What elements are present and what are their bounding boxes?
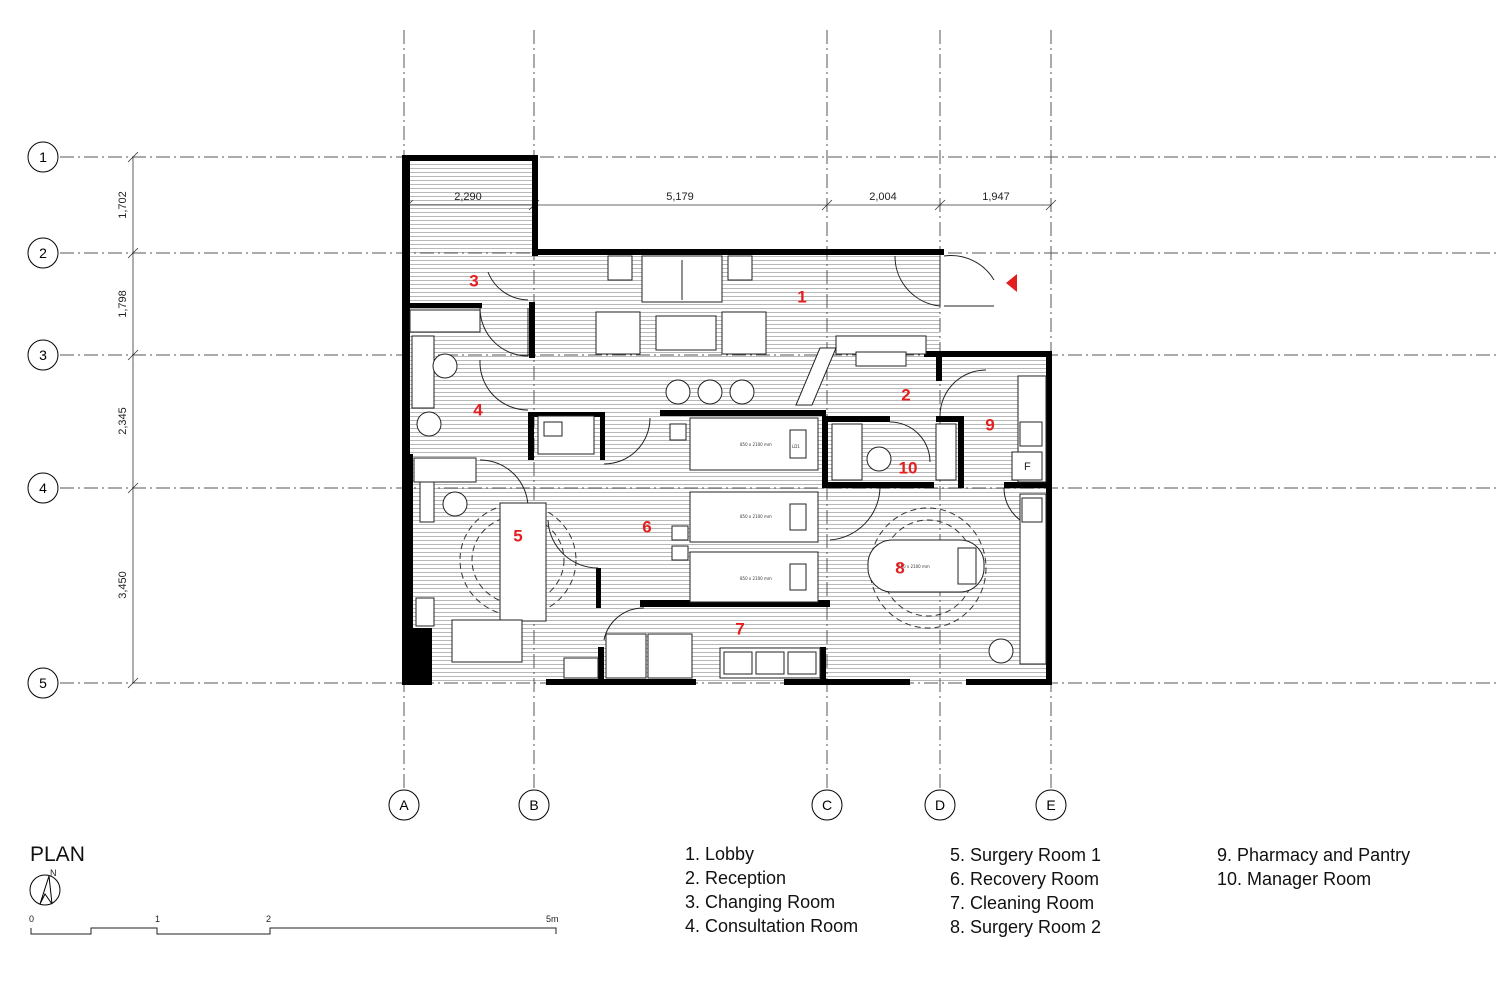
dim-h-3: 2,004 (869, 191, 897, 203)
room-numbers: 1 2 3 4 5 6 7 8 9 10 (469, 272, 994, 639)
entrance-arrow-icon (1006, 274, 1017, 292)
svg-text:1: 1 (39, 149, 47, 165)
dim-h-4: 1,947 (982, 191, 1010, 203)
west-rooms-furniture (409, 309, 599, 679)
plan-title: PLAN (30, 843, 85, 866)
svg-text:5: 5 (39, 675, 47, 691)
legend-col-2: 5. Surgery Room 1 6. Recovery Room 7. Cl… (950, 843, 1101, 939)
dim-v-2: 1,798 (117, 290, 129, 318)
legend-item: 2. Reception (685, 868, 787, 888)
legend-item: 8. Surgery Room 2 (950, 917, 1102, 937)
svg-text:850 x 2100 mm: 850 x 2100 mm (740, 514, 772, 519)
svg-text:N: N (50, 868, 57, 878)
room-number-5: 5 (513, 527, 522, 546)
legend-item: 5. Surgery Room 1 (950, 845, 1102, 865)
legend-item: 6. Recovery Room (950, 869, 1100, 889)
grid-bubble-row-2: 2 (27, 237, 59, 269)
svg-text:C: C (822, 797, 832, 813)
svg-text:F: F (1024, 461, 1031, 473)
room-number-7: 7 (735, 620, 744, 639)
legend-col-3: 9. Pharmacy and Pantry 10. Manager Room (1217, 843, 1410, 891)
recovery-room-furniture: 850 x 2100 mm LD1 850 x 2100 mm 850 x 21… (669, 417, 819, 603)
grid-bubble-row-3: 3 (27, 339, 59, 371)
room-number-10: 10 (899, 459, 918, 478)
svg-text:850 x 2100 mm: 850 x 2100 mm (740, 576, 772, 581)
svg-text:2: 2 (39, 245, 47, 261)
horizontal-dimensions: 2,290 5,179 2,004 1,947 (402, 191, 1057, 211)
vertical-dimensions: 1,702 1,798 2,345 3,450 (117, 151, 139, 689)
grid-row-bubbles: 1 2 3 4 5 (27, 141, 59, 699)
grid-bubble-col-b: B (518, 789, 550, 821)
dim-v-4: 3,450 (117, 571, 129, 599)
cleaning-room-furniture (605, 633, 821, 679)
grid-bubble-col-a: A (388, 789, 420, 821)
grid-bubble-col-d: D (924, 789, 956, 821)
legend-item: 9. Pharmacy and Pantry (1217, 845, 1411, 865)
room-number-8: 8 (895, 559, 904, 578)
grid-bubble-col-e: E (1035, 789, 1067, 821)
legend-item: 3. Changing Room (685, 892, 836, 912)
grid-bubble-row-5: 5 (27, 667, 59, 699)
svg-text:1: 1 (155, 914, 160, 924)
svg-text:D: D (935, 797, 945, 813)
dim-h-2: 5,179 (666, 191, 694, 203)
legend-item: 4. Consultation Room (685, 916, 859, 936)
svg-text:3: 3 (39, 347, 47, 363)
legend-col-1: 1. Lobby 2. Reception 3. Changing Room 4… (685, 842, 858, 938)
walls (402, 155, 1052, 685)
svg-text:LD1: LD1 (792, 444, 800, 449)
svg-text:0: 0 (29, 914, 34, 924)
svg-text:5m: 5m (546, 914, 559, 924)
dim-v-1: 1,702 (117, 191, 129, 219)
svg-text:850 x 2100 mm: 850 x 2100 mm (740, 442, 772, 447)
legend-item: 10. Manager Room (1217, 869, 1372, 889)
svg-text:E: E (1046, 797, 1055, 813)
svg-text:2: 2 (266, 914, 271, 924)
room-number-2: 2 (901, 386, 910, 405)
room-number-6: 6 (642, 518, 651, 537)
doors (479, 255, 1045, 641)
legend-item: 7. Cleaning Room (950, 893, 1095, 913)
legend-item: 1. Lobby (685, 844, 755, 864)
north-arrow-icon: N (29, 868, 61, 906)
scale-bar: 0 1 2 5m (29, 914, 559, 935)
room-number-3: 3 (469, 272, 478, 291)
svg-text:4: 4 (39, 480, 47, 496)
grid-bubble-row-1: 1 (27, 141, 59, 173)
room-number-1: 1 (797, 288, 806, 307)
svg-text:A: A (399, 797, 409, 813)
svg-text:850 x 2100 mm: 850 x 2100 mm (898, 564, 930, 569)
grid-bubble-row-4: 4 (27, 472, 59, 504)
dim-v-3: 2,345 (117, 407, 129, 435)
grid-bubble-col-c: C (811, 789, 843, 821)
grid-col-bubbles: A B C D E (388, 789, 1067, 821)
lobby-furniture (595, 255, 927, 406)
svg-text:B: B (529, 797, 538, 813)
room-number-9: 9 (985, 416, 994, 435)
east-rooms-furniture: F 850 x 2100 mm (831, 375, 1047, 665)
room-number-4: 4 (473, 401, 483, 420)
dim-h-1: 2,290 (454, 191, 482, 203)
